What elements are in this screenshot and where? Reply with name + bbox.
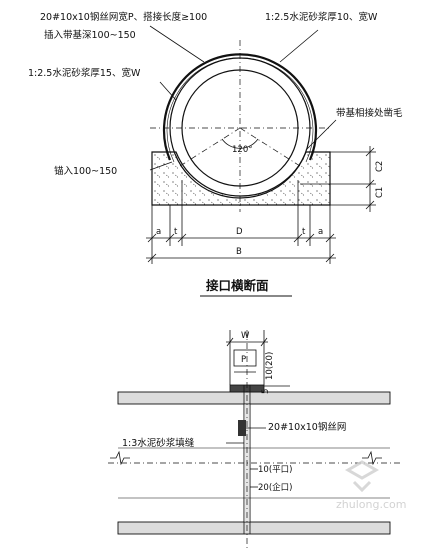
leader-roughen bbox=[305, 119, 337, 151]
angle-ray-right bbox=[239, 127, 301, 167]
watermark-text: zhulong.com bbox=[336, 498, 406, 511]
angle-ray-left bbox=[179, 127, 241, 167]
dim-c1-label: C1 bbox=[375, 187, 385, 198]
dim-t-right: t bbox=[302, 227, 306, 237]
dim-ticks-atd bbox=[147, 233, 335, 243]
break-mark-right bbox=[362, 450, 382, 466]
label-long-mesh: 20#10x10钢丝网 bbox=[268, 421, 346, 433]
dim-B: B bbox=[236, 247, 242, 257]
watermark: zhulong.com bbox=[336, 460, 406, 511]
dim-a-right: a bbox=[318, 227, 323, 237]
leader-mortar-top bbox=[279, 29, 319, 63]
pipe-wall-top bbox=[117, 391, 391, 405]
label-mortar-top: 1:2.5水泥砂浆厚10、宽W bbox=[265, 11, 378, 23]
dim-P-box bbox=[233, 349, 257, 367]
dim-5: 5 bbox=[261, 389, 271, 394]
section-title: 接口横断面 bbox=[206, 278, 269, 293]
cross-section: 120° 20#10x10钢丝网宽P、搭接长度≥100 插入带基深100~150… bbox=[28, 11, 403, 297]
label-long-fill: 1:3水泥砂浆填缝 bbox=[122, 437, 195, 449]
dim-a-left: a bbox=[156, 227, 161, 237]
label-mesh: 20#10x10钢丝网宽P、搭接长度≥100 bbox=[40, 11, 207, 23]
pipe-wall-bottom bbox=[117, 521, 391, 535]
dim-ticks-b bbox=[147, 253, 335, 263]
angle-label: 120° bbox=[232, 145, 252, 155]
label-anchor: 锚入100~150 bbox=[54, 165, 117, 177]
label-socket: 20(企口) bbox=[258, 482, 292, 493]
dim-c2-label: C2 bbox=[375, 161, 385, 172]
label-mortar-left: 1:2.5水泥砂浆厚15、宽W bbox=[28, 67, 141, 79]
dim-D: D bbox=[236, 227, 243, 237]
label-roughen: 带基相接处凿毛 bbox=[336, 107, 403, 119]
concrete-base bbox=[151, 151, 331, 206]
dim-tick-c bbox=[365, 147, 375, 210]
mesh-patch bbox=[238, 420, 246, 436]
dim-ticks-w bbox=[226, 337, 268, 347]
watermark-logo bbox=[344, 460, 380, 493]
break-mark-left bbox=[110, 450, 130, 466]
label-flat: 10(平口) bbox=[258, 465, 292, 475]
leader-mortar-left bbox=[159, 81, 177, 101]
label-insert: 插入带基深100~150 bbox=[44, 29, 136, 41]
dim-P: P bbox=[241, 355, 246, 365]
dim-10-20: 10(20) bbox=[265, 352, 275, 380]
dim-t-left: t bbox=[174, 227, 178, 237]
leader-anchor bbox=[149, 161, 173, 171]
leader-mesh bbox=[149, 25, 205, 63]
dim-W: W bbox=[241, 331, 250, 341]
angle-arc bbox=[221, 138, 259, 149]
longitudinal-section: W P 10(20) 5 20#10x10钢丝网 1:3水泥砂浆填缝 10(平口… bbox=[108, 330, 400, 548]
